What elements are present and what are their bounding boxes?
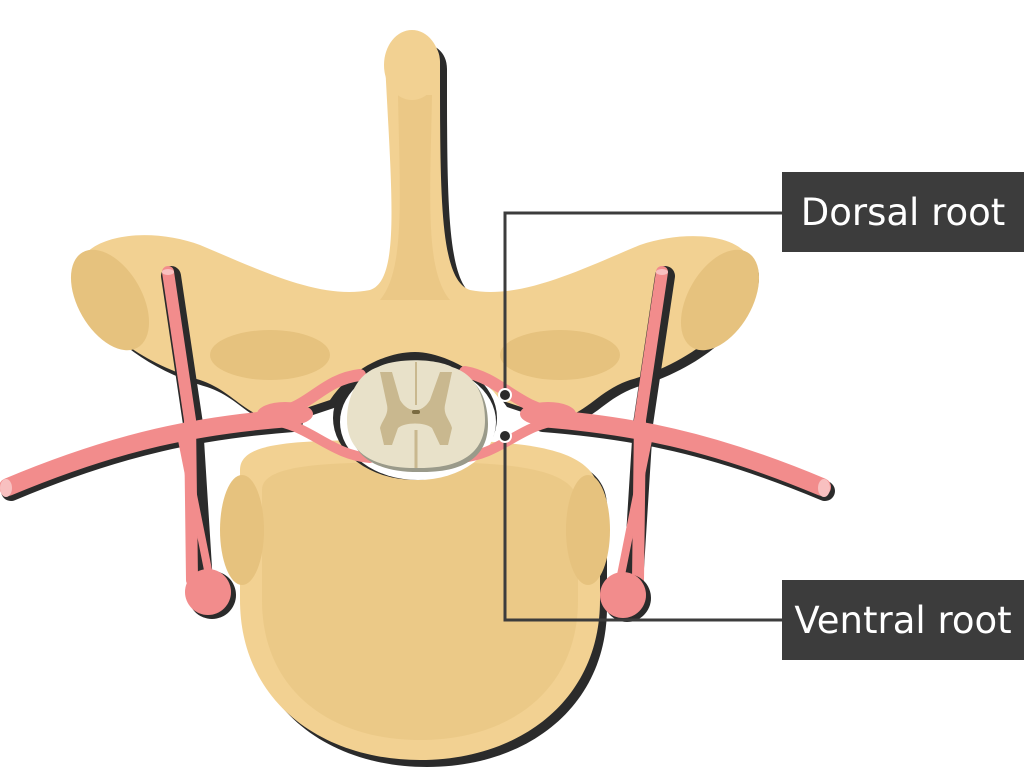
ventral-root-label: Ventral root: [782, 580, 1024, 660]
left-spinal-nerve: [0, 409, 299, 496]
spinal-nerves: [0, 266, 835, 594]
dorsal-root-label: Dorsal root: [782, 172, 1024, 252]
grey-matter: [380, 372, 452, 445]
right-spinal-nerve: [531, 409, 831, 496]
dorsal-root-leader-line: [503, 211, 782, 395]
right-sympathetic-ganglion: [600, 572, 646, 618]
left-sympathetic-ganglion: [185, 569, 231, 615]
ventral-root-leader-line: [503, 436, 782, 622]
